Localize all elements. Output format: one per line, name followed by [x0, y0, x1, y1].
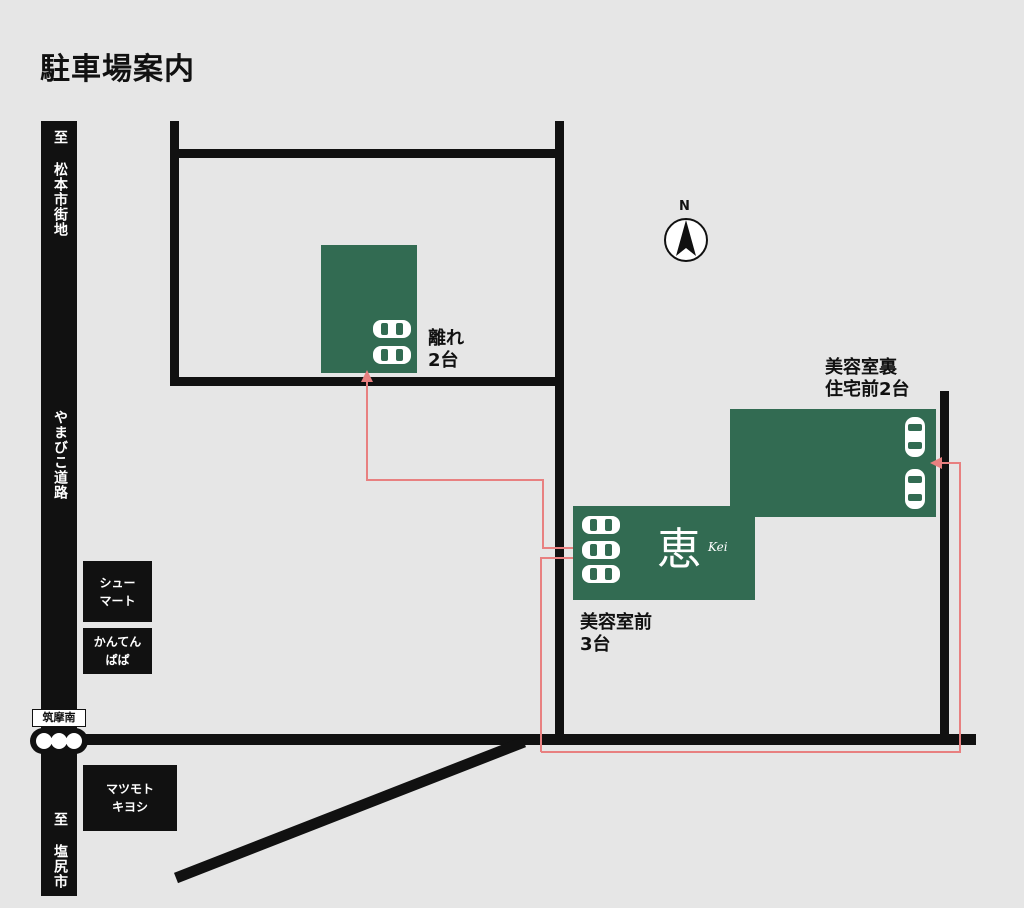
rear-parking-lot — [730, 409, 936, 517]
store-label: シュー マート — [99, 575, 136, 608]
car-icon — [373, 320, 411, 338]
road-label-north: 至 松本市街地 — [52, 130, 68, 237]
route-annex-arrow — [361, 370, 373, 382]
signal-light-1 — [36, 733, 52, 749]
signal-light-2 — [51, 733, 67, 749]
annex-block-top — [170, 149, 564, 158]
parking-label-front: 美容室前 3台 — [580, 612, 652, 655]
route-rear — [541, 462, 961, 753]
car-icon — [582, 565, 620, 583]
salon-logo: 恵 — [657, 524, 701, 575]
route-front — [540, 557, 573, 752]
road-label-name: やまびこ道路 — [52, 410, 68, 500]
store-shoe-mart: シュー マート — [83, 561, 152, 622]
route-rear-arrow — [930, 457, 942, 469]
intersection-label: 筑摩南 — [32, 709, 86, 727]
signal-light-3 — [66, 733, 82, 749]
parking-label-rear: 美容室裏 住宅前2台 — [825, 357, 910, 400]
right-road — [940, 391, 949, 741]
store-label: マツモト キヨシ — [105, 782, 154, 814]
center-road — [555, 121, 564, 741]
annex-block-left — [170, 121, 179, 386]
car-icon — [582, 516, 620, 534]
parking-label-annex: 離れ 2台 — [428, 328, 464, 371]
car-icon — [905, 417, 925, 457]
car-icon — [373, 346, 411, 364]
route-annex — [366, 378, 573, 549]
car-icon — [905, 469, 925, 509]
main-road — [41, 121, 77, 896]
road-label-south: 至 塩尻市 — [52, 812, 68, 889]
compass-icon — [664, 218, 708, 262]
store-kanten-papa: かんてん ぱぱ — [83, 628, 152, 674]
store-label: かんてん ぱぱ — [93, 635, 142, 667]
salon-logo-latin: Kei — [708, 540, 728, 554]
diagonal-road — [173, 736, 527, 884]
compass-north-label: N — [679, 199, 690, 214]
page-title: 駐車場案内 — [40, 52, 195, 87]
store-matsumoto-kiyoshi: マツモト キヨシ — [83, 765, 177, 831]
car-icon — [582, 541, 620, 559]
